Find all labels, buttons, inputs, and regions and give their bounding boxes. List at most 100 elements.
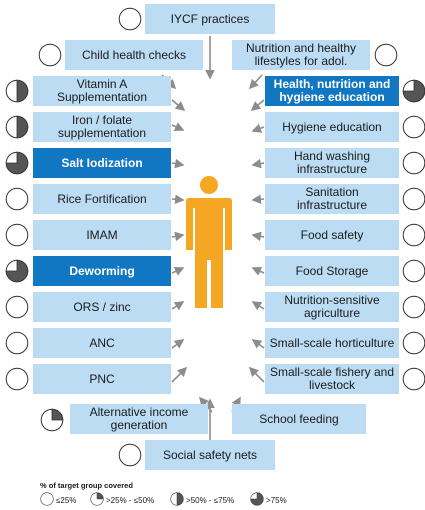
intervention-box: Child health checks [65,40,203,70]
legend-pie-icon [170,492,186,508]
arrow [171,231,185,242]
coverage-pie-icon [402,151,425,180]
intervention-label: Food safety [300,227,364,242]
intervention-label: ANC [89,335,115,350]
intervention-label: Sanitation infrastructure [296,185,368,212]
arrow [251,301,265,311]
arrow [171,301,185,311]
intervention-label: Food Storage [295,263,369,278]
coverage-pie-icon [5,115,29,144]
intervention-box: Small-scale fishery and livestock [265,364,399,394]
legend-item: >25% - ≤50% [90,492,154,508]
legend-item: >75% [250,492,287,508]
intervention-box: Nutrition-sensitive agriculture [265,292,399,322]
intervention-box: Vitamin A Supplementation [33,76,171,106]
intervention-label: Rice Fortification [57,191,147,206]
arrow [250,99,265,112]
legend-item: ≤25% [40,492,76,508]
intervention-label: IMAM [86,227,118,242]
person-icon [186,176,232,308]
arrow [251,231,265,242]
coverage-pie-icon [38,43,62,72]
coverage-pie-icon [5,295,29,324]
arrow [251,266,265,276]
arrow [171,158,185,169]
arrow [248,366,265,383]
intervention-box: Food safety [265,220,399,250]
arrow [171,99,186,112]
intervention-box: Alternative income generation [70,404,208,434]
intervention-box: Rice Fortification [33,184,171,214]
coverage-pie-icon [402,115,425,144]
legend-item: >50% - ≤75% [170,492,234,508]
coverage-pie-icon [5,367,29,396]
intervention-label: Hand washing infrastructure [293,149,371,176]
coverage-pie-icon [402,367,425,396]
intervention-label: Child health checks [81,47,187,62]
intervention-box: IMAM [33,220,171,250]
arrow [248,74,263,90]
intervention-box: Small-scale horticulture [265,328,399,358]
arrow [251,123,265,133]
legend-label: >75% [266,495,287,505]
intervention-label: Vitamin A Supplementation [56,77,148,104]
intervention-box: School feeding [232,404,366,434]
intervention-label: Iron / folate supplementation [57,113,147,140]
intervention-label: Alternative income generation [89,405,189,432]
arrow [171,339,185,349]
intervention-label: Small-scale fishery and livestock [269,365,395,392]
legend-label: ≤25% [56,495,77,505]
coverage-pie-icon [402,259,425,288]
coverage-pie-icon [5,259,29,288]
intervention-label: Deworming [69,263,135,278]
intervention-box: Sanitation infrastructure [265,184,399,214]
legend-label: >25% - ≤50% [106,495,155,505]
coverage-pie-icon [402,223,425,252]
intervention-label: PNC [89,371,115,386]
coverage-pie-icon [374,43,398,72]
legend-pie-icon [90,492,106,508]
intervention-label: Small-scale horticulture [269,335,395,350]
intervention-label: School feeding [259,411,339,426]
intervention-label: Health, nutrition and hygiene education [273,77,391,104]
coverage-pie-icon [5,223,29,252]
legend-pie-icon [250,492,266,508]
coverage-pie-icon [118,7,142,36]
intervention-box: Deworming [33,256,171,286]
intervention-label: Salt Iodization [61,155,143,170]
coverage-pie-icon [5,151,29,180]
intervention-box: ORS / zinc [33,292,171,322]
intervention-box: ANC [33,328,171,358]
coverage-pie-icon [5,79,29,108]
coverage-pie-icon [118,443,142,472]
intervention-label: Social safety nets [162,447,258,462]
intervention-box: Hand washing infrastructure [265,148,399,178]
intervention-label: IYCF practices [170,11,250,26]
intervention-box: PNC [33,364,171,394]
intervention-box: Hygiene education [265,112,399,142]
intervention-label: Nutrition-sensitive agriculture [284,293,380,320]
coverage-pie-icon [402,295,425,324]
intervention-label: Hygiene education [282,119,382,134]
arrow [171,266,185,276]
intervention-box: Social safety nets [145,440,275,470]
coverage-pie-icon [5,187,29,216]
arrow [171,122,185,132]
arrow [171,366,188,383]
intervention-label: ORS / zinc [73,299,131,314]
coverage-pie-icon [402,331,425,360]
intervention-box: Food Storage [265,256,399,286]
legend-label: >50% - ≤75% [186,495,235,505]
arrow [251,194,265,205]
intervention-box: Salt Iodization [33,148,171,178]
coverage-pie-icon [402,79,425,108]
intervention-box: Iron / folate supplementation [33,112,171,142]
coverage-pie-icon [40,408,64,437]
legend-pie-icon [40,492,56,508]
intervention-box: Nutrition and healthy lifestyles for ado… [232,40,370,70]
arrow [171,194,185,205]
coverage-pie-icon [5,331,29,360]
arrow [251,158,265,169]
arrow [251,339,265,349]
